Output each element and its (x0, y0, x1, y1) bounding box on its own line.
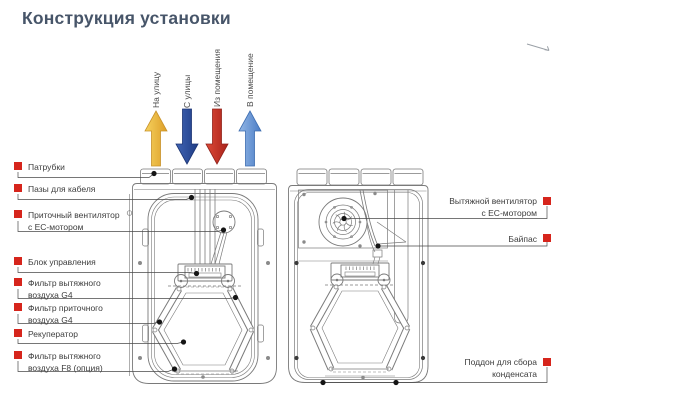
corner-pointer-mark (526, 43, 550, 51)
callout-supply-fan: Приточный вентилятор с ЕС-мотором (14, 209, 120, 233)
callout-pipes: Патрубки (14, 161, 65, 173)
arrow-label-to-room: В помещение (245, 53, 255, 107)
arrow-down-from-room (205, 108, 229, 165)
page-title: Конструкция установки (22, 8, 231, 28)
red-marker (543, 196, 551, 205)
callout-exhaust-filter-f8: Фильтр вытяжного воздуха F8 (опция) (14, 350, 118, 374)
red-marker (14, 184, 22, 192)
arrow-down-from-street (175, 108, 199, 165)
arrow-label-from-street: С улицы (182, 74, 192, 108)
recuperator-left (151, 286, 255, 375)
arrow-up-outdoor (144, 110, 168, 167)
control-block-right (330, 262, 390, 281)
leader-dots (151, 170, 399, 386)
red-marker (543, 357, 551, 366)
red-marker (14, 303, 22, 311)
callout-supply-filter-g4: Фильтр приточного воздуха G4 (14, 302, 112, 326)
callout-exhaust-fan: Вытяжной вентилятор с ЕС-мотором (447, 195, 551, 219)
recuperator-right (309, 284, 411, 380)
cables (194, 189, 216, 265)
callout-control-block: Блок управления (14, 256, 96, 268)
left-unit-drawing (126, 168, 277, 384)
rollers-left (174, 274, 235, 288)
pipe-stubs-right (296, 168, 424, 186)
red-marker (14, 257, 22, 265)
red-marker (14, 210, 22, 218)
wall-bolts (294, 260, 426, 361)
red-marker (14, 162, 22, 170)
right-unit-drawing (288, 168, 429, 383)
leader-lines (17, 172, 548, 383)
exhaust-fan (318, 197, 376, 253)
screws-left (138, 261, 270, 379)
callout-recuperator: Рекуператор (14, 328, 78, 340)
callout-bypass: Байпас (508, 233, 551, 245)
arrow-label-from-room: Из помещения (212, 49, 222, 107)
red-marker (14, 351, 22, 359)
pipe-stubs-left (140, 168, 267, 185)
airflow-arrows (144, 108, 262, 167)
door-latches (142, 228, 264, 343)
callout-exhaust-filter-g4: Фильтр вытяжного воздуха G4 (14, 277, 112, 301)
arrow-label-to-street: На улицу (151, 71, 161, 108)
screws-right (302, 191, 377, 248)
red-marker (14, 278, 22, 286)
arrow-up-to-room (238, 110, 262, 167)
callout-cable-slots: Пазы для кабеля (14, 183, 95, 195)
red-marker (543, 234, 551, 242)
control-block-left (177, 263, 233, 282)
callout-condensate-tray: Поддон для сбора конденсата (461, 356, 551, 380)
left-unit-casing (132, 183, 277, 384)
red-marker (14, 329, 22, 337)
bypass-duct (359, 189, 409, 324)
